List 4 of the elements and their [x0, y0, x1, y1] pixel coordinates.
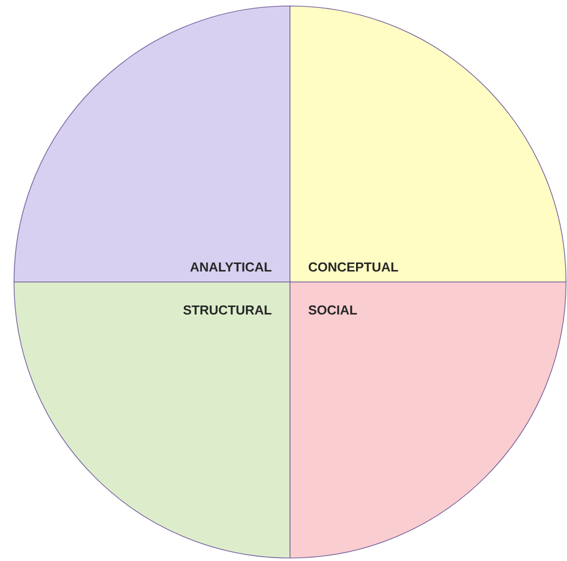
quadrant-slice: ANALYTICAL: [14, 6, 290, 282]
quadrant-slice: STRUCTURAL: [14, 282, 290, 558]
quadrant-slice: SOCIAL: [290, 282, 566, 558]
quadrant-slice: CONCEPTUAL: [290, 6, 566, 282]
